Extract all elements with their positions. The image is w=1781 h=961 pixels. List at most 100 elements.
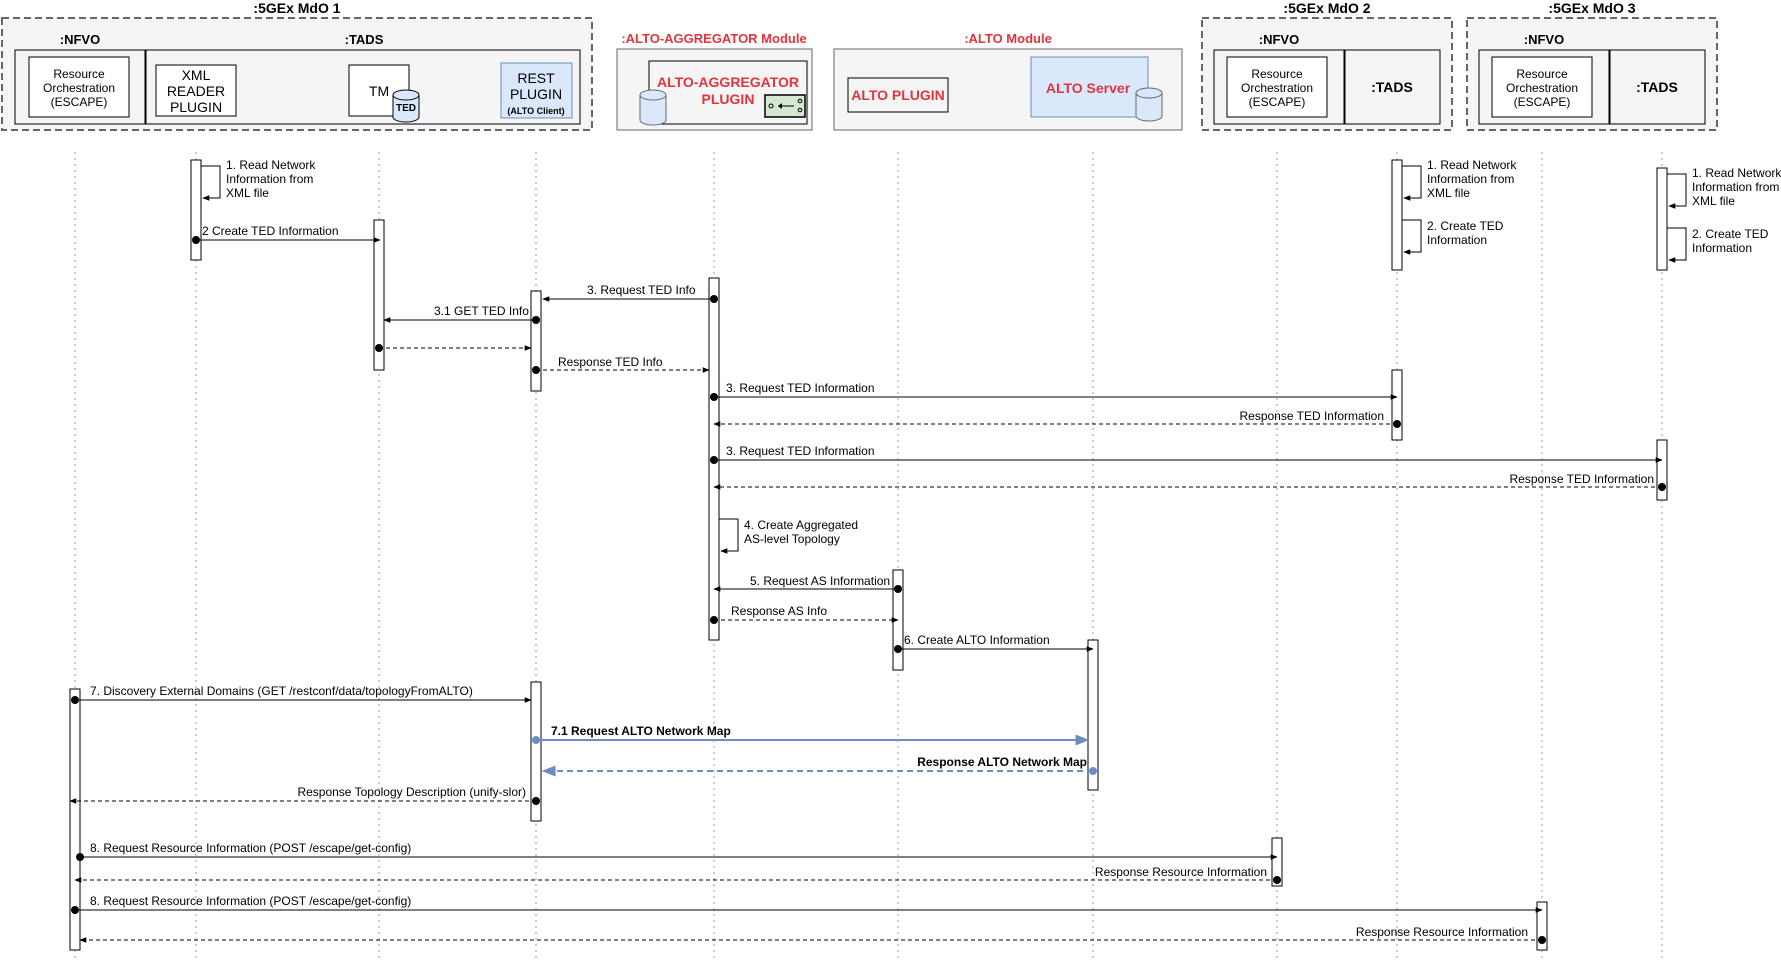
msg-create-ted-mdo3-line2: Information xyxy=(1692,241,1752,255)
msg-read-network-3-line1: 1. Read Network xyxy=(1692,166,1781,180)
msg-request-ted-information-mdo3: 3. Request TED Information xyxy=(710,444,1663,464)
rest-plugin-line1: REST xyxy=(517,70,555,86)
msg-response-ted-info-label: Response TED Info xyxy=(558,355,663,369)
aggregator-plugin-line2: PLUGIN xyxy=(702,91,755,107)
activation-tads-2-b xyxy=(1391,369,1403,441)
nfvo-3-label: :NFVO xyxy=(1524,32,1564,47)
aggregator-module-icon xyxy=(764,94,806,118)
alto-server-label: ALTO Server xyxy=(1046,80,1131,96)
msg-response-ted-information-mdo2: Response TED Information xyxy=(713,409,1401,428)
alto-server[interactable] xyxy=(1030,56,1149,118)
resource-orchestration-3-line1: Resource xyxy=(1516,67,1568,81)
tads-3[interactable] xyxy=(1609,49,1706,125)
activation-nfvo-3 xyxy=(1536,901,1548,951)
msg-request-ted-information-mdo2: 3. Request TED Information xyxy=(710,381,1398,401)
msg-create-alto-label: 6. Create ALTO Information xyxy=(904,633,1050,647)
tads-1-label: :TADS xyxy=(345,32,384,47)
msg-read-network-1-line3: XML file xyxy=(226,186,269,200)
activation-rest-1 xyxy=(530,290,542,392)
msg-response-topology-label: Response Topology Description (unify-slo… xyxy=(297,785,526,799)
msg-get-ted-info-label: 3.1 GET TED Info xyxy=(434,304,529,318)
group-mdo2-title: :5GEx MdO 2 xyxy=(1283,0,1370,16)
activation-nfvo-1 xyxy=(69,688,81,951)
activation-tads-2-a xyxy=(1391,159,1403,271)
msg-response-resource-mdo3-label: Response Resource Information xyxy=(1356,925,1528,939)
msg-request-as-label: 5. Request AS Information xyxy=(750,574,890,588)
rest-plugin-line3: (ALTO Client) xyxy=(507,106,564,116)
activation-nfvo-2 xyxy=(1271,837,1283,887)
msg-create-ted-information: 2 Create TED Information xyxy=(192,224,381,244)
activation-xml-reader xyxy=(190,159,202,261)
group-mdo1: :5GEx MdO 1 :NFVO Resource Orchestration… xyxy=(1,0,593,131)
msg-create-ted-mdo3-line1: 2. Create TED xyxy=(1692,227,1769,241)
resource-orchestration-3-line2: Orchestration xyxy=(1506,81,1578,95)
resource-orchestration-3[interactable] xyxy=(1491,56,1593,118)
msg-response-alto-map-label: Response ALTO Network Map xyxy=(917,755,1087,769)
msg-create-ted-mdo2-line1: 2. Create TED xyxy=(1427,219,1504,233)
resource-orchestration-1-line1: Resource xyxy=(53,67,105,81)
msg-response-ted-mdo3-label: Response TED Information xyxy=(1509,472,1654,486)
tm-label: TM xyxy=(369,83,389,99)
ted-database-icon: TED xyxy=(392,89,420,123)
msg-read-network-2-line3: XML file xyxy=(1427,186,1470,200)
msg-discovery-label: 7. Discovery External Domains (GET /rest… xyxy=(90,684,473,698)
msg-request-resource-mdo2: 8. Request Resource Information (POST /e… xyxy=(76,841,1278,861)
msg-response-ted-mdo2-label: Response TED Information xyxy=(1239,409,1384,423)
rest-plugin[interactable] xyxy=(500,62,573,119)
activation-tads-3-b xyxy=(1656,439,1668,501)
nfvo-2-label: :NFVO xyxy=(1259,32,1299,47)
msg-create-aggregated-line1: 4. Create Aggregated xyxy=(744,518,858,532)
msg-response-as-label: Response AS Info xyxy=(731,604,827,618)
xml-reader-line3: PLUGIN xyxy=(170,99,222,115)
rest-plugin-line2: PLUGIN xyxy=(510,86,562,102)
msg-request-alto-map-label: 7.1 Request ALTO Network Map xyxy=(551,724,731,738)
tads-2[interactable] xyxy=(1344,49,1441,125)
lifelines xyxy=(74,152,1663,958)
msg-request-ted-mdo2-label: 3. Request TED Information xyxy=(726,381,875,395)
msg-read-network-1-line1: 1. Read Network xyxy=(226,158,316,172)
msg-read-network-info-2: 1. Read Network Information from XML fil… xyxy=(1402,158,1517,201)
aggregator-database-icon xyxy=(639,89,667,126)
group-alto-aggregator-title: :ALTO-AGGREGATOR Module xyxy=(621,31,806,46)
activation-tm xyxy=(373,219,385,371)
ted-label: TED xyxy=(396,103,416,114)
resource-orchestration-2[interactable] xyxy=(1226,56,1328,118)
alto-plugin-label: ALTO PLUGIN xyxy=(851,87,945,103)
tads-2-label: :TADS xyxy=(1371,79,1413,95)
msg-create-aggregated-line2: AS-level Topology xyxy=(744,532,840,546)
activation-alto-server xyxy=(1087,639,1099,791)
msg-read-network-info-3: 1. Read Network Information from XML fil… xyxy=(1667,166,1781,209)
resource-orchestration-2-line1: Resource xyxy=(1251,67,1303,81)
resource-orchestration-1[interactable] xyxy=(28,56,130,118)
group-alto-module: :ALTO Module ALTO PLUGIN ALTO Server xyxy=(833,31,1183,131)
msg-request-alto-network-map: 7.1 Request ALTO Network Map xyxy=(532,724,1090,746)
msg-request-resource-mdo3-label: 8. Request Resource Information (POST /e… xyxy=(90,894,411,908)
group-alto-aggregator: :ALTO-AGGREGATOR Module ALTO-AGGREGATOR … xyxy=(616,31,813,131)
resource-orchestration-3-line3: (ESCAPE) xyxy=(1514,95,1571,109)
msg-discovery-external-domains: 7. Discovery External Domains (GET /rest… xyxy=(71,684,532,704)
msg-read-network-3-line2: Information from xyxy=(1692,180,1779,194)
xml-reader-line2: READER xyxy=(167,83,225,99)
group-mdo3-title: :5GEx MdO 3 xyxy=(1548,0,1635,16)
resource-orchestration-2-line3: (ESCAPE) xyxy=(1249,95,1306,109)
alto-server-database-icon xyxy=(1135,87,1163,122)
msg-request-ted-info-label: 3. Request TED Info xyxy=(587,283,696,297)
msg-request-ted-mdo3-label: 3. Request TED Information xyxy=(726,444,875,458)
msg-read-network-3-line3: XML file xyxy=(1692,194,1735,208)
tads-3-label: :TADS xyxy=(1636,79,1678,95)
aggregator-plugin-line1: ALTO-AGGREGATOR xyxy=(657,74,799,90)
resource-orchestration-1-line2: Orchestration xyxy=(43,81,115,95)
msg-read-network-2-line1: 1. Read Network xyxy=(1427,158,1517,172)
group-mdo2: :5GEx MdO 2 :NFVO Resource Orchestration… xyxy=(1201,0,1453,131)
group-mdo3: :5GEx MdO 3 :NFVO Resource Orchestration… xyxy=(1466,0,1718,131)
msg-create-alto-information: 6. Create ALTO Information xyxy=(894,633,1094,653)
msg-read-network-2-line2: Information from xyxy=(1427,172,1514,186)
xml-reader-plugin[interactable] xyxy=(155,64,237,117)
alto-plugin[interactable] xyxy=(847,77,949,113)
resource-orchestration-2-line2: Orchestration xyxy=(1241,81,1313,95)
msg-get-ted-info: 3.1 GET TED Info xyxy=(383,304,540,324)
msg-response-ted-info: Response TED Info xyxy=(532,355,710,374)
msg-create-ted-label: 2 Create TED Information xyxy=(202,224,339,238)
msg-read-network-info-1: 1. Read Network Information from XML fil… xyxy=(201,158,316,201)
